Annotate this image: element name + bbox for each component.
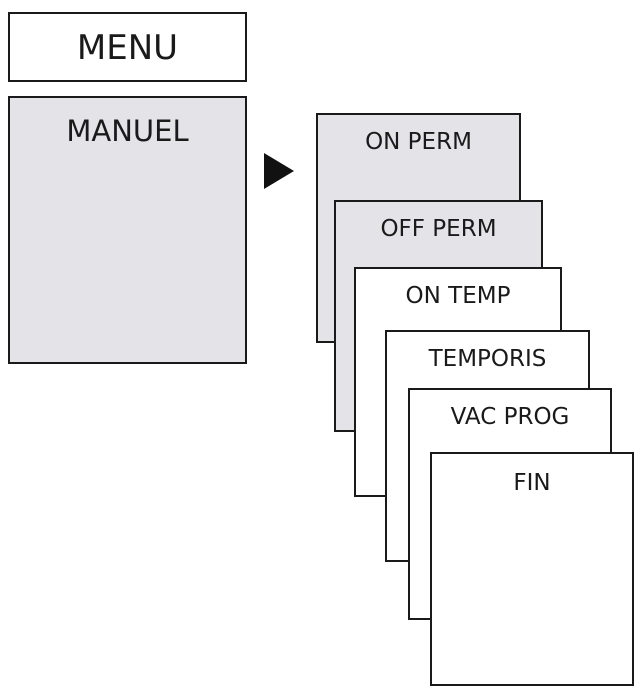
play-triangle-icon xyxy=(264,153,294,189)
manuel-menu-item: MANUEL xyxy=(8,96,247,364)
submenu-item-label: OFF PERM xyxy=(380,216,497,242)
submenu-item-label: VAC PROG xyxy=(450,404,570,430)
submenu-item-label: TEMPORIS xyxy=(428,346,547,372)
submenu-item-label: ON PERM xyxy=(365,129,472,155)
menu-title: MENU xyxy=(76,28,179,68)
submenu-item-label: FIN xyxy=(513,470,551,496)
menu-box: MENU xyxy=(8,12,247,82)
submenu-item-label: ON TEMP xyxy=(405,283,511,309)
manuel-title: MANUEL xyxy=(66,114,189,148)
submenu-item-fin: FIN xyxy=(430,452,634,686)
